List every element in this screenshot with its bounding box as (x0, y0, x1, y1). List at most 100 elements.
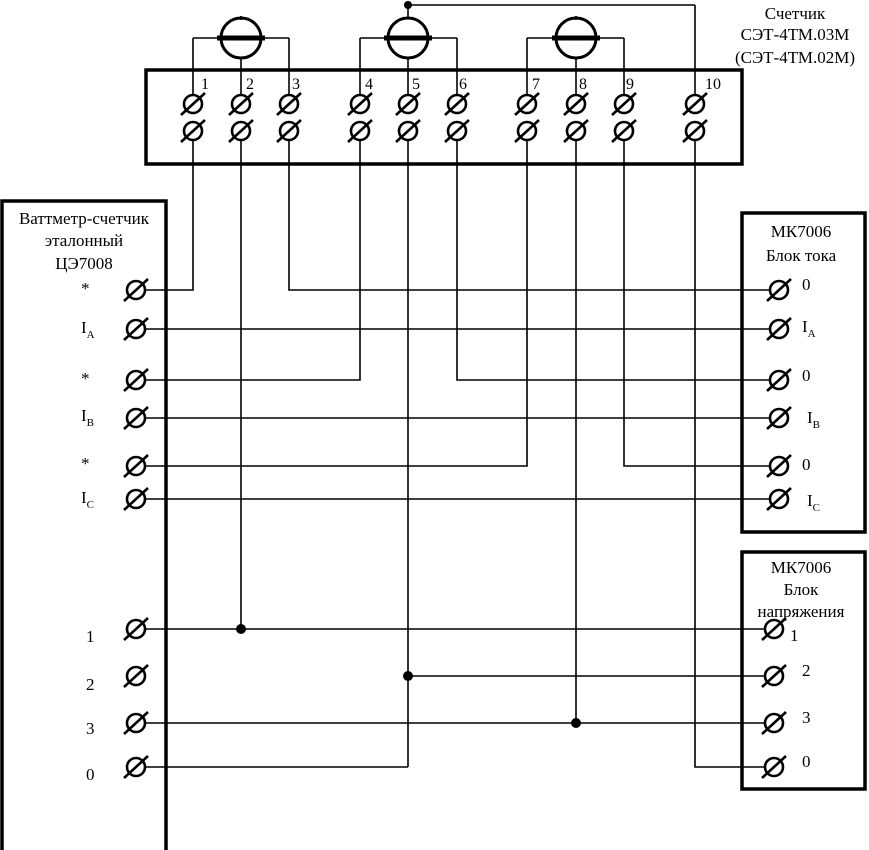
meter-terminal-screw (514, 119, 540, 143)
meter-title: Счетчик (765, 4, 826, 23)
current-block-terminal-screw (766, 487, 792, 511)
meter-terminal-screw (682, 119, 708, 143)
junction-dot (403, 671, 413, 681)
reference-terminal-screw (123, 487, 149, 511)
top-neutral-bus (240, 1, 696, 103)
current-block-terminal-screw (766, 454, 792, 478)
meter-terminal-screw (228, 92, 254, 116)
reference-subtitle: эталонный (45, 231, 123, 250)
meter-terminal-screw (563, 92, 589, 116)
measuring-element-b (359, 5, 458, 103)
meter-terminal-number: 3 (292, 76, 300, 93)
meter-block: Счетчик СЭТ-4ТМ.03М (СЭТ-4ТМ.02М) (144, 4, 855, 166)
reference-voltage-label: 1 (86, 627, 95, 646)
voltage-block-terminal-label: 0 (802, 752, 811, 771)
meter-terminal-screw (444, 92, 470, 116)
current-block-terminal-label: IA (802, 317, 816, 340)
current-block-terminal-label: 0 (802, 366, 811, 385)
meter-terminal-screw (228, 119, 254, 143)
meter-terminal-box (144, 68, 744, 166)
meter-terminal-screw (611, 119, 637, 143)
meter-terminal-screw (276, 119, 302, 143)
reference-terminal-screw (123, 317, 149, 341)
current-block-model: МК7006 (771, 222, 831, 241)
reference-current-mark: * (81, 369, 90, 388)
measuring-element-a (192, 16, 290, 103)
meter-terminal-screw (347, 92, 373, 116)
meter-terminal-number: 10 (705, 76, 721, 93)
reference-title: Ваттметр-счетчик (19, 209, 150, 228)
voltage-block-model: МК7006 (771, 558, 831, 577)
voltage-block-terminal-label: 2 (802, 661, 811, 680)
reference-model: ЦЭ7008 (55, 254, 113, 273)
voltage-block-terminal-screw (761, 755, 787, 779)
reference-current-mark: * (81, 279, 90, 298)
meter-terminal-screw (180, 92, 206, 116)
reference-voltage-label: 0 (86, 765, 95, 784)
reference-current-mark: IC (81, 488, 94, 511)
voltage-block: МК7006 Блок напряжения 1 2 3 0 (740, 550, 867, 791)
reference-current-mark: * (81, 454, 90, 473)
reference-terminal-screw (123, 711, 149, 735)
meter-terminal-number: 2 (246, 76, 254, 93)
meter-terminal-screw (276, 92, 302, 116)
current-block-terminal-label: IC (807, 491, 820, 514)
meter-terminal-screw (395, 119, 421, 143)
reference-wattmeter-box (0, 199, 168, 850)
meter-terminal-number: 5 (412, 76, 420, 93)
reference-voltage-label: 2 (86, 675, 95, 694)
reference-terminal-screw (123, 664, 149, 688)
reference-terminal-screw (123, 278, 149, 302)
current-block-terminal-label: 0 (802, 275, 811, 294)
voltage-block-terminal-screw (761, 711, 787, 735)
voltage-block-title: Блок (784, 580, 820, 599)
junction-dot (236, 624, 246, 634)
current-block-box (740, 211, 867, 534)
reference-terminal-screw (123, 454, 149, 478)
current-block-terminal-screw (766, 278, 792, 302)
junction-dot (404, 1, 412, 9)
meter-terminal-screw (180, 119, 206, 143)
voltage-block-box (740, 550, 867, 791)
current-block-terminal-screw (766, 368, 792, 392)
voltage-block-terminal-screw (761, 664, 787, 688)
current-block-terminal-screw (766, 406, 792, 430)
voltage-block-subtitle: напряжения (758, 602, 845, 621)
meter-model-alternative: (СЭТ-4ТМ.02М) (735, 48, 855, 67)
meter-terminal-numbers: 1 2 3 4 5 6 7 8 9 10 (201, 76, 721, 93)
meter-terminal-screw (563, 119, 589, 143)
reference-voltage-label: 3 (86, 719, 95, 738)
reference-wattmeter: Ваттметр-счетчик эталонный ЦЭ7008 * IA *… (0, 199, 168, 850)
meter-terminal-screw (514, 92, 540, 116)
meter-terminal-number: 4 (365, 76, 373, 93)
current-block-terminal-screw (766, 317, 792, 341)
meter-terminal-screw (395, 92, 421, 116)
meter-terminal-screw (682, 92, 708, 116)
reference-current-mark: IA (81, 318, 95, 341)
reference-terminal-screw (123, 755, 149, 779)
meter-terminal-number: 9 (626, 76, 634, 93)
terminal-screws (123, 92, 792, 779)
reference-terminal-screw (123, 368, 149, 392)
meter-terminal-screw (444, 119, 470, 143)
current-block-title: Блок тока (766, 246, 837, 265)
wires (145, 130, 770, 768)
current-block-terminal-label: IB (807, 408, 820, 431)
junction-dot (571, 718, 581, 728)
reference-terminal-screw (123, 617, 149, 641)
meter-terminal-screw (347, 119, 373, 143)
meter-terminal-number: 8 (579, 76, 587, 93)
current-block-terminal-label: 0 (802, 455, 811, 474)
meter-terminal-screw (611, 92, 637, 116)
measuring-element-c (526, 16, 625, 103)
voltage-block-terminal-label: 3 (802, 708, 811, 727)
meter-terminal-number: 6 (459, 76, 467, 93)
voltage-block-terminal-label: 1 (790, 626, 799, 645)
reference-current-mark: IB (81, 406, 94, 429)
reference-terminal-screw (123, 406, 149, 430)
meter-terminal-number: 1 (201, 76, 209, 93)
meter-model-primary: СЭТ-4ТМ.03М (741, 25, 850, 44)
voltage-block-terminal-screw (761, 617, 787, 641)
current-block: МК7006 Блок тока 0 IA 0 IB 0 IC (740, 211, 867, 534)
